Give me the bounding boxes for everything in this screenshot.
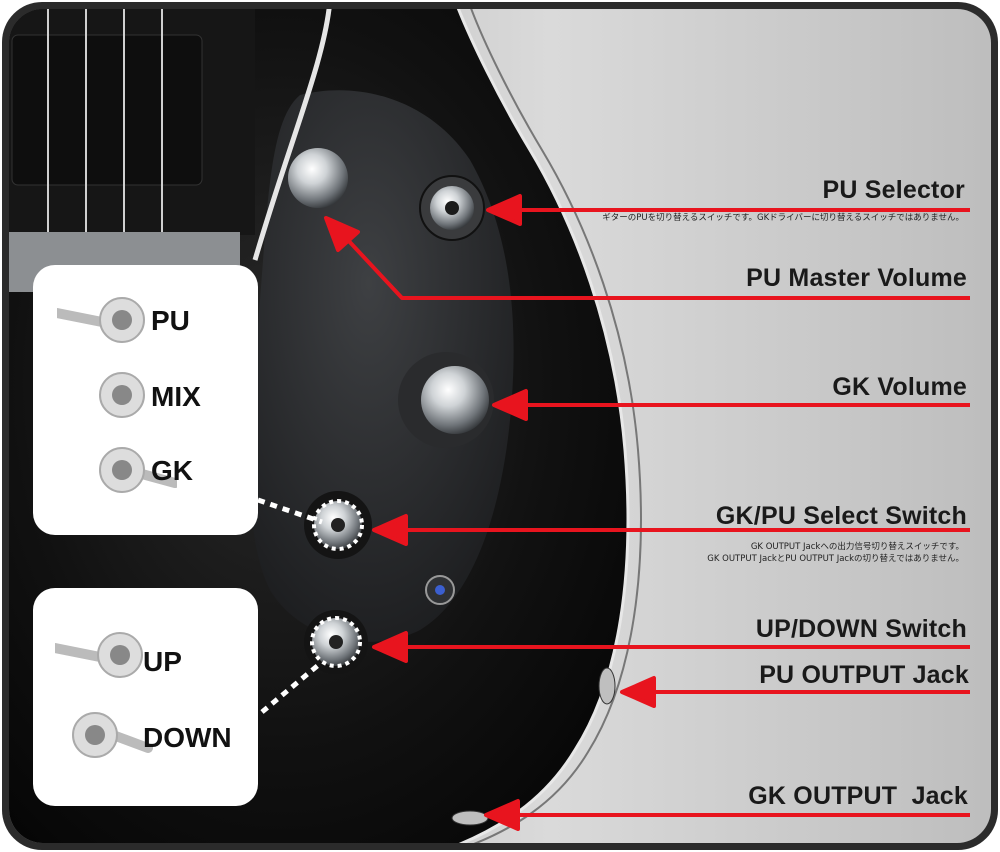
option-pu: PU [151,305,190,336]
body-binding [451,9,642,843]
toggle-down-icon [72,712,153,758]
option-down: DOWN [143,722,232,753]
label-pu-selector: PU Selector [822,176,965,204]
pu-output-jack [598,667,616,705]
updown-switch-panel: UP DOWN [33,588,258,806]
gk-volume-knob [421,366,489,434]
label-gk-volume: GK Volume [832,373,967,401]
option-up: UP [143,646,182,677]
label-updown-switch: UP/DOWN Switch [755,615,967,643]
note-gk-pu-line1: GK OUTPUT Jackへの出力信号切り替えスイッチです。 [750,542,964,552]
toggle-mix-icon [99,372,145,418]
note-pu-selector: ギターのPUを切り替えるスイッチです。GKドライバーに切り替えるスイッチではあり… [602,213,964,223]
dash-connector [257,497,323,525]
arrow-gk-volume [492,389,528,421]
chrome-trim [252,9,333,261]
label-gk-output-jack: GK OUTPUT Jack [748,782,968,810]
arrow-pu-selector [486,194,522,226]
arrow-gk-pu-select [372,514,408,546]
note-gk-pu-line2: GK OUTPUT JackとPU OUTPUT Jackの切り替えではありませ… [707,554,964,564]
toggle-up-icon [55,632,143,678]
option-mix: MIX [151,381,201,412]
dash-connector [260,660,324,714]
option-gk: GK [151,455,193,486]
arrow-gk-output [484,799,520,831]
gk-output-jack [451,810,489,826]
arrow-pu-output [620,676,656,708]
label-gk-pu-select-switch: GK/PU Select Switch [715,502,967,530]
label-pu-master-volume: PU Master Volume [746,264,967,292]
toggle-gk-icon [99,447,177,493]
pu-master-volume-knob [288,148,348,208]
arrow-pu-master-volume [324,216,360,252]
label-pu-output-jack: PU OUTPUT Jack [759,661,969,689]
pickup [11,34,203,186]
arrow-updown [372,631,408,663]
toggle-pu-icon [57,297,145,343]
select-switch-panel: PU MIX GK [33,265,258,535]
